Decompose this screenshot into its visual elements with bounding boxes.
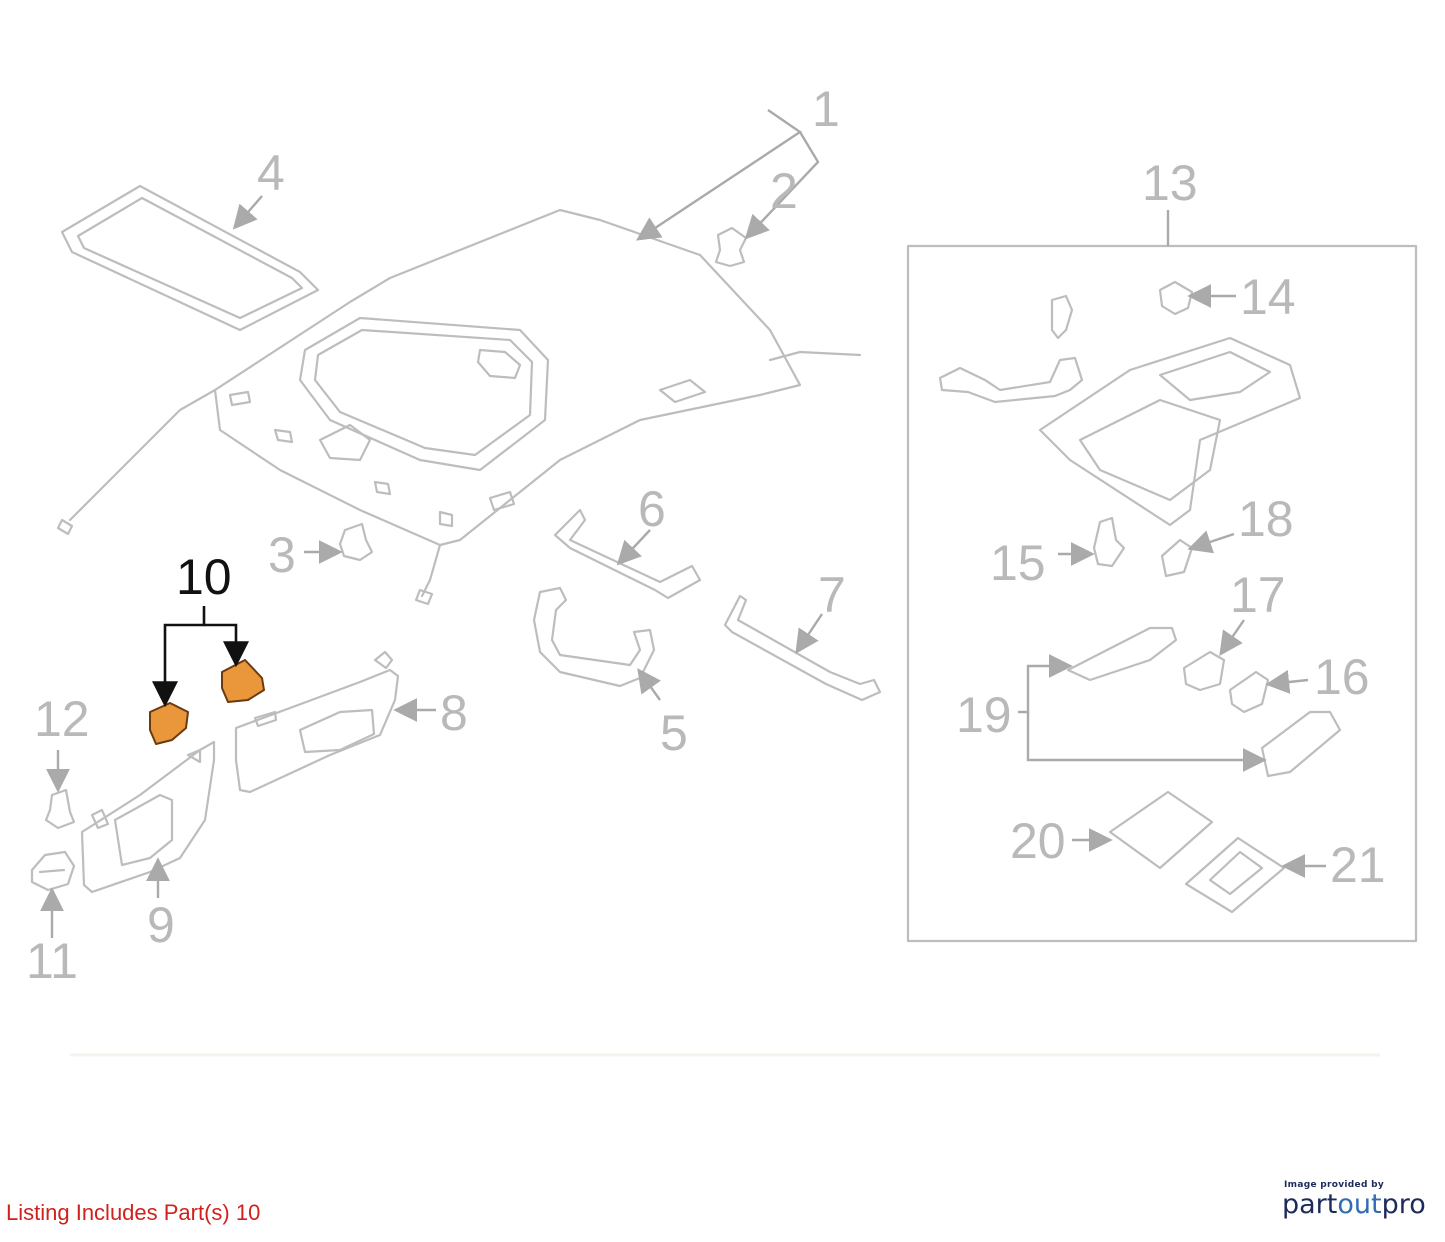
part-7-bracket <box>723 594 882 702</box>
logo-out: out <box>1337 1189 1382 1220</box>
image-credit: Image provided by partoutpro <box>1282 1180 1432 1220</box>
label-part-16: 16 <box>1314 649 1370 705</box>
label-part-18: 18 <box>1238 491 1294 547</box>
label-part-15: 15 <box>990 535 1046 591</box>
label-part-3: 3 <box>268 527 296 583</box>
part-2-clip <box>714 226 748 268</box>
label-part-12: 12 <box>34 691 90 747</box>
logo-pro: pro <box>1381 1189 1426 1220</box>
label-part-14: 14 <box>1240 269 1296 325</box>
label-part-13: 13 <box>1142 155 1198 211</box>
part-6-bracket <box>553 508 702 600</box>
label-part-5: 5 <box>660 705 688 761</box>
part-11-hook <box>30 850 76 892</box>
listing-note: Listing Includes Part(s) 10 <box>6 1200 261 1225</box>
leader-lines <box>40 109 1326 938</box>
part-9-sun-visor <box>80 740 216 894</box>
part-5-grab-handle <box>532 586 656 688</box>
label-part-11: 11 <box>26 933 78 989</box>
label-part-7: 7 <box>818 567 846 623</box>
label-part-8: 8 <box>440 685 468 741</box>
part-13-map-lamp-assembly <box>906 244 1418 943</box>
label-part-6: 6 <box>638 481 666 537</box>
part-8-sun-visor <box>234 650 400 794</box>
label-part-10: 10 <box>176 549 232 605</box>
label-part-9: 9 <box>147 897 175 953</box>
label-part-4: 4 <box>257 145 285 201</box>
label-part-2: 2 <box>770 163 798 219</box>
part-12-clip <box>44 788 76 830</box>
part-10-arrows <box>152 606 249 708</box>
partoutpro-logo: partoutpro <box>1282 1190 1432 1220</box>
label-part-21: 21 <box>1330 837 1386 893</box>
label-part-19: 19 <box>956 687 1012 743</box>
part-4-sunroof-panel <box>60 184 320 332</box>
part-3-clip <box>338 522 374 562</box>
logo-part: part <box>1282 1189 1338 1220</box>
label-part-1: 1 <box>812 81 840 137</box>
label-part-17: 17 <box>1230 567 1286 623</box>
part-1-headliner <box>56 208 862 606</box>
credit-caption: Image provided by <box>1284 1180 1385 1190</box>
label-part-20: 20 <box>1010 813 1066 869</box>
